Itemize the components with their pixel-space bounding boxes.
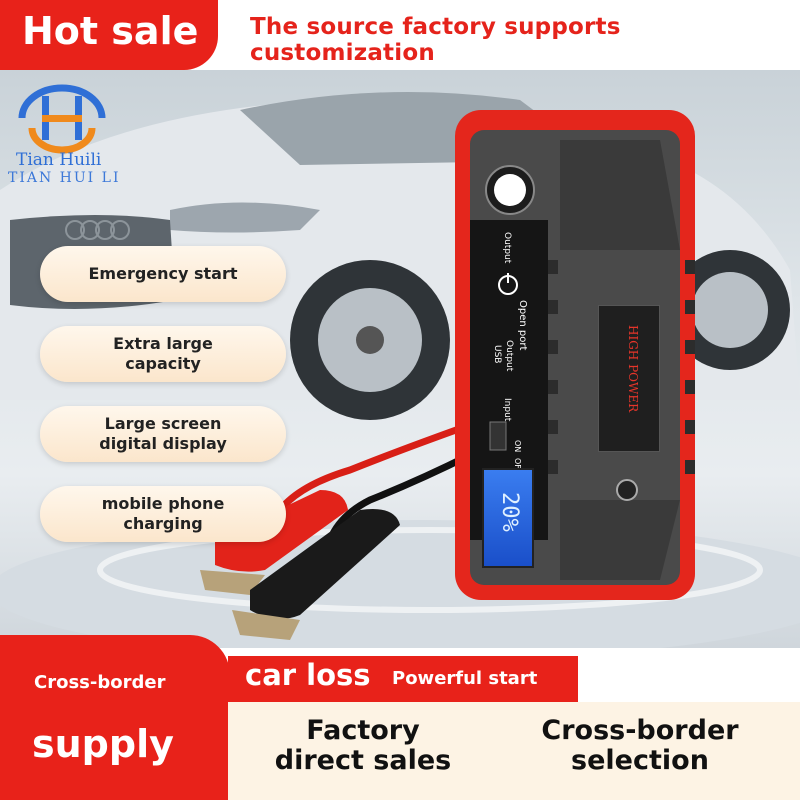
red-clamp [215, 490, 348, 572]
high-power-badge [598, 305, 660, 452]
cross-border-selection-label: Cross-border selection [541, 715, 739, 776]
device-on-label: ON [513, 440, 522, 453]
top-slogan: The source factory supports customizatio… [250, 14, 621, 66]
feature-pill-phone-charging: mobile phone charging [40, 486, 286, 542]
device-usb-label: USB [492, 345, 502, 364]
device-output-label: Output [502, 232, 512, 264]
bottom-left-panel [0, 635, 230, 800]
lcd-display [482, 468, 534, 568]
supply-label: supply [32, 722, 174, 766]
device-input-label: Input [502, 398, 512, 422]
lcd-value: 20% [497, 492, 522, 532]
car-loss-bar [228, 656, 578, 702]
bottom-right-panel [228, 702, 800, 800]
cross-border-label: Cross-border [34, 672, 166, 693]
feature-pill-emergency-start: Emergency start [40, 246, 286, 302]
device-open-port-label: Open port [517, 300, 528, 351]
brand-name-caps: TIAN HUI LI [8, 170, 121, 186]
device-output-usb-label: Output [504, 340, 514, 372]
brand-logo [12, 78, 112, 188]
feature-pill-digital-display: Large screen digital display [40, 406, 286, 462]
brand-name: Tian Huili [16, 150, 102, 170]
car-headlight [170, 202, 320, 233]
car-loss-label: car loss [245, 658, 371, 692]
logo-icon [18, 84, 106, 154]
high-power-text: HIGH POWER [626, 325, 640, 413]
compass-icon [616, 479, 638, 501]
black-clamp [250, 509, 400, 619]
factory-direct-sales-label: Factory direct sales [274, 715, 452, 776]
powerful-start-label: Powerful start [392, 668, 538, 689]
red-cable [277, 421, 472, 513]
black-cable [326, 451, 472, 542]
feature-pill-capacity: Extra large capacity [40, 326, 286, 382]
hot-sale-banner: Hot sale [0, 0, 218, 70]
